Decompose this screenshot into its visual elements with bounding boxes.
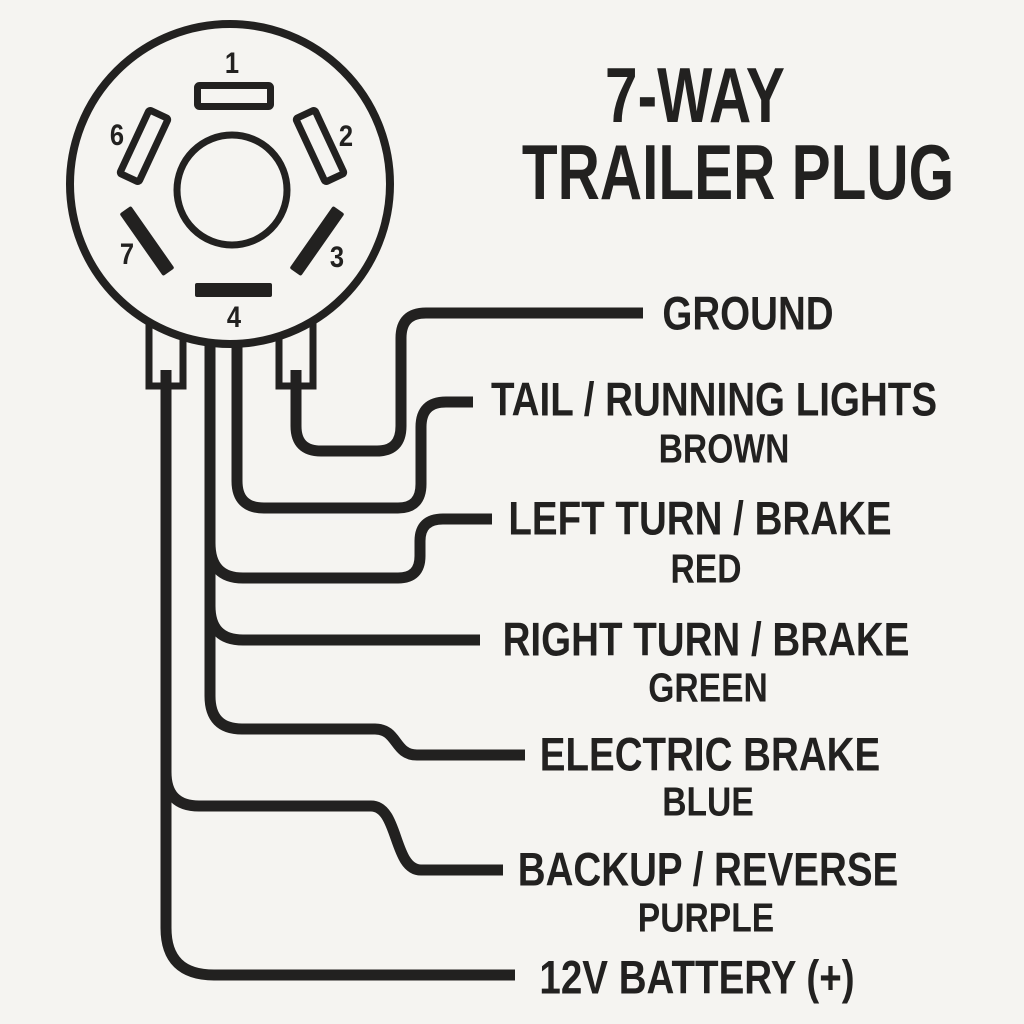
pin-1-slot — [194, 82, 274, 110]
wire-right-turn-brake — [204, 605, 480, 646]
pin-3-bar — [290, 206, 344, 276]
pin-6-number: 6 — [109, 119, 125, 152]
plug-center-pin-ring — [173, 131, 291, 249]
pin-4-bar — [195, 283, 272, 297]
page-title-line-2: TRAILER PLUG — [521, 128, 955, 216]
wire-ground — [290, 307, 643, 457]
pin-6-slot — [116, 106, 172, 186]
label-left-turn-brake: LEFT TURN / BRAKE — [508, 491, 892, 545]
label-electric-brake: ELECTRIC BRAKE — [539, 727, 881, 781]
pin-2-number: 2 — [338, 120, 354, 153]
label-12v-battery: 12V BATTERY (+) — [539, 950, 855, 1004]
label-color-red: RED — [670, 545, 742, 592]
label-right-turn-brake: RIGHT TURN / BRAKE — [502, 612, 910, 666]
label-color-purple: PURPLE — [637, 894, 775, 941]
label-ground: GROUND — [662, 286, 834, 340]
label-backup-reverse: BACKUP / REVERSE — [517, 842, 899, 896]
wire-tail-running-lights — [231, 330, 473, 514]
wire-backup-reverse — [160, 771, 503, 876]
pin-7-bar — [120, 206, 174, 276]
pin-4-number: 4 — [226, 301, 242, 334]
wire-left-turn-brake — [204, 513, 492, 584]
pin-7-number: 7 — [119, 238, 135, 271]
plug-outer-circle — [66, 20, 394, 348]
label-color-green: GREEN — [648, 664, 768, 711]
label-color-brown: BROWN — [658, 425, 790, 472]
label-tail-running-lights: TAIL / RUNNING LIGHTS — [490, 372, 938, 426]
wire-12v-battery — [160, 370, 515, 981]
wire-electric-brake — [204, 334, 525, 761]
pin-2-slot — [292, 106, 348, 186]
pin-3-number: 3 — [329, 241, 345, 274]
label-color-blue: BLUE — [662, 778, 754, 825]
page-title-line-1: 7-WAY — [605, 51, 785, 139]
pin-1-number: 1 — [224, 47, 240, 80]
